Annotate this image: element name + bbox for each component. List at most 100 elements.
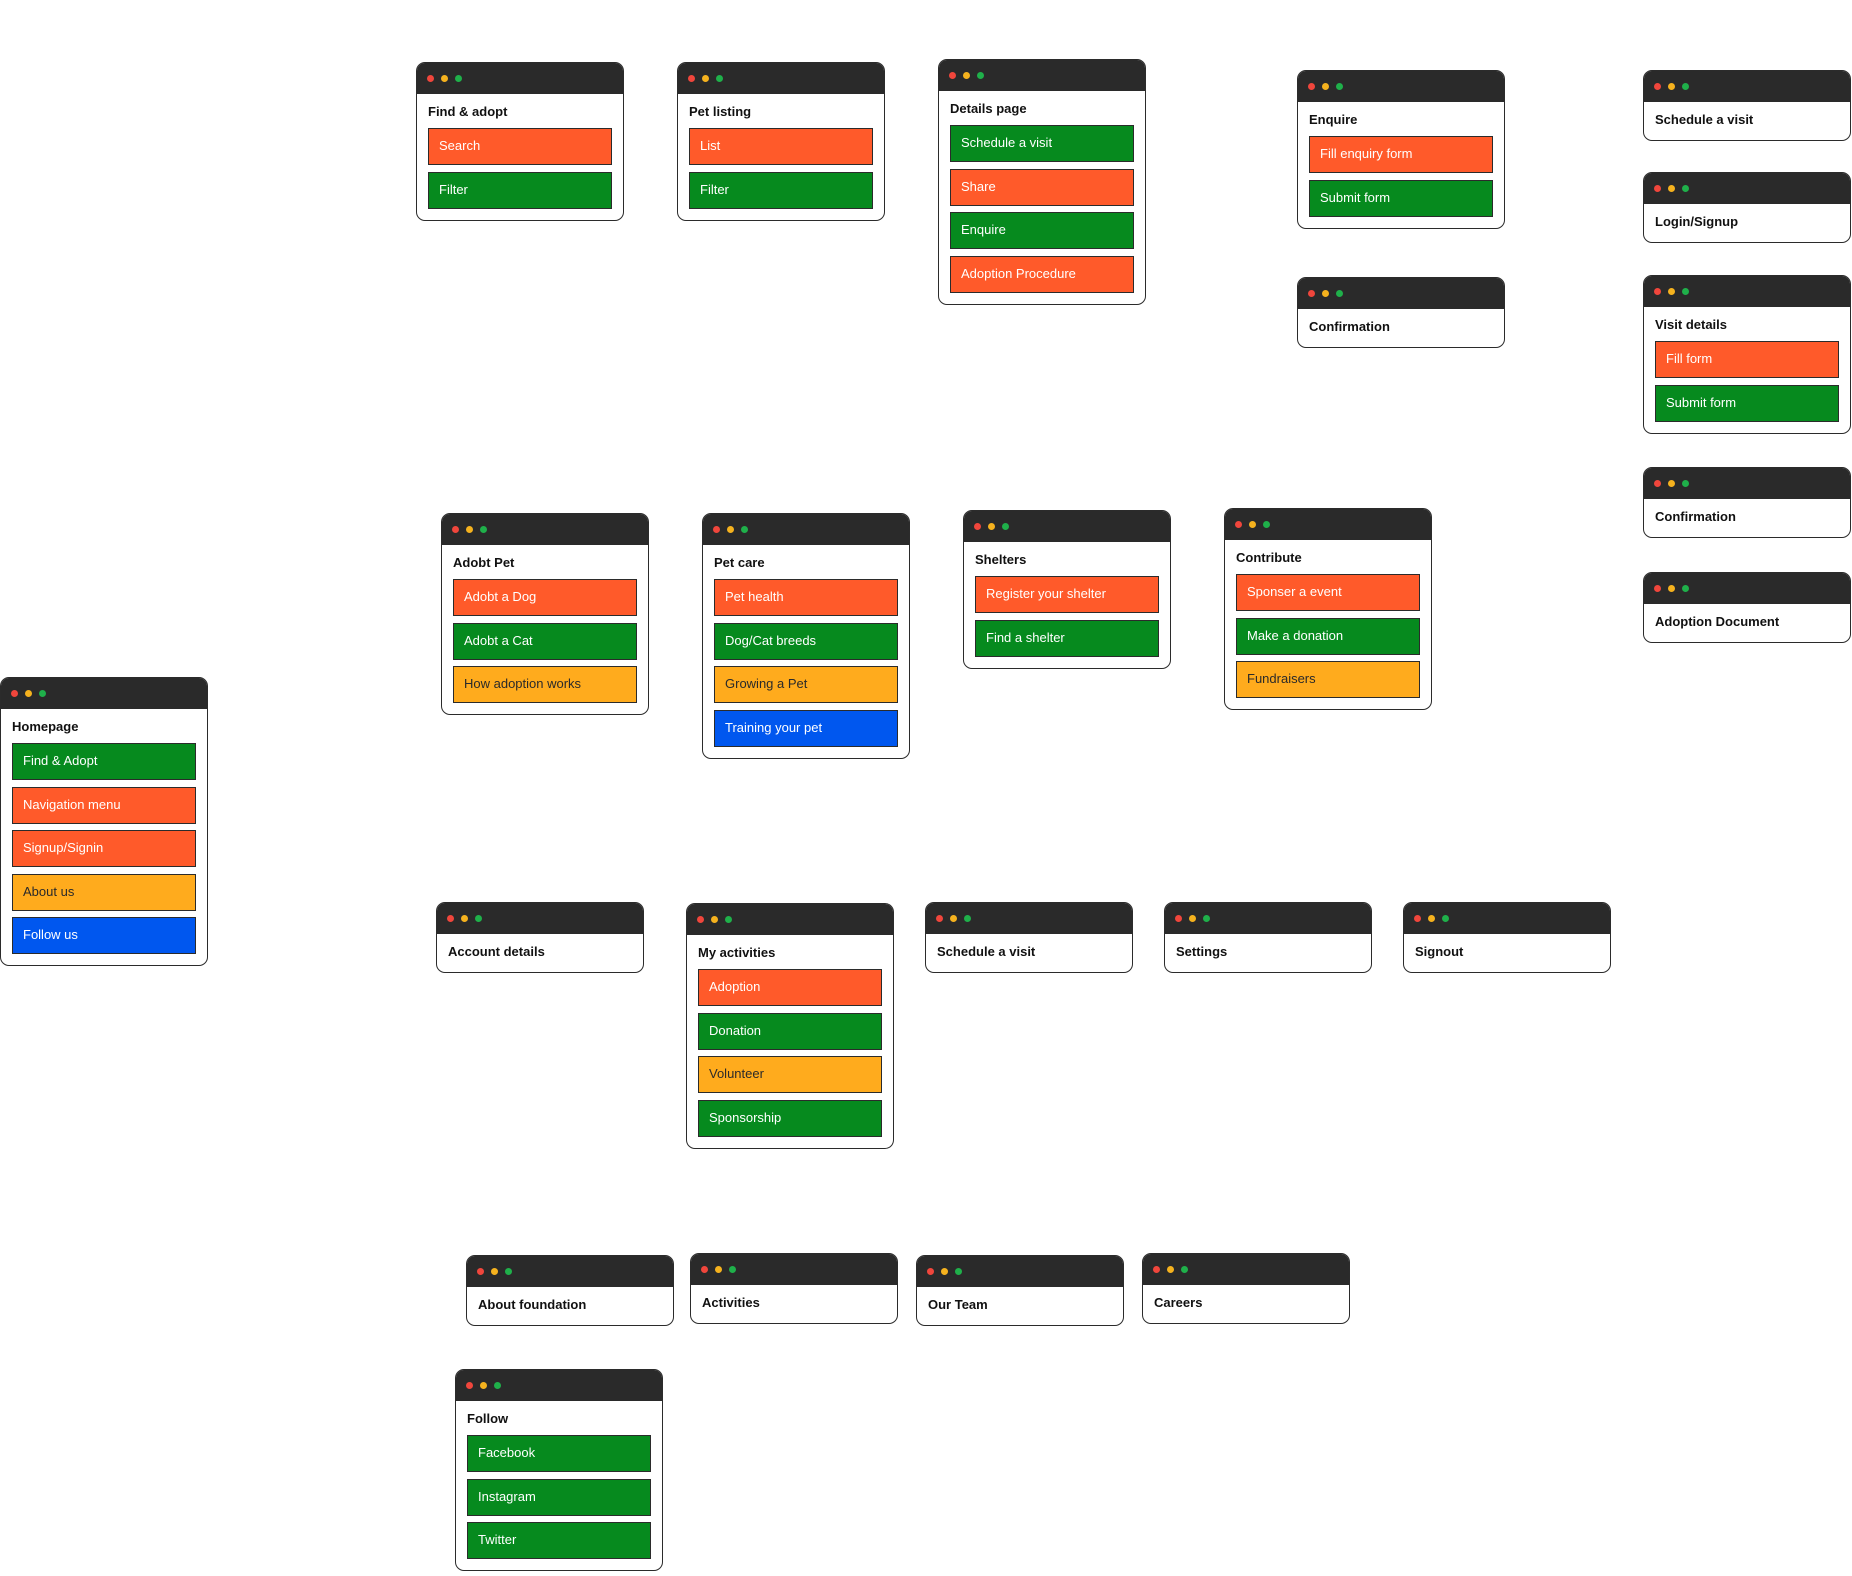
card-item[interactable]: Share — [950, 168, 1134, 206]
card-item[interactable]: Schedule a visit — [950, 125, 1134, 162]
card-item[interactable]: Adoption Procedure — [950, 255, 1134, 293]
card-schedule-visit-top: Schedule a visit — [1643, 70, 1851, 141]
card-item[interactable]: Pet health — [714, 579, 898, 616]
card-visit-confirmation: Confirmation — [1643, 467, 1851, 538]
card-item[interactable]: Twitter — [467, 1522, 651, 1559]
card-item[interactable]: Search — [428, 128, 612, 165]
card-item[interactable]: Find a shelter — [975, 619, 1159, 657]
minimize-dot-icon — [941, 1268, 948, 1275]
window-titlebar — [442, 514, 648, 545]
card-title: Schedule a visit — [1655, 112, 1754, 127]
card-item[interactable]: Instagram — [467, 1478, 651, 1516]
close-dot-icon — [949, 72, 956, 79]
card-title: Settings — [1176, 944, 1228, 959]
minimize-dot-icon — [1167, 1266, 1174, 1273]
close-dot-icon — [1235, 521, 1242, 528]
close-dot-icon — [452, 526, 459, 533]
card-our-team: Our Team — [916, 1255, 1124, 1326]
card-item[interactable]: Adoption — [698, 969, 882, 1006]
card-item[interactable]: Donation — [698, 1012, 882, 1050]
close-dot-icon — [1308, 290, 1315, 297]
close-dot-icon — [477, 1268, 484, 1275]
minimize-dot-icon — [1249, 521, 1256, 528]
card-title: Pet listing — [689, 104, 752, 119]
maximize-dot-icon — [741, 526, 748, 533]
card-title: Our Team — [928, 1297, 988, 1312]
window-titlebar — [1, 678, 207, 709]
window-titlebar — [467, 1256, 673, 1287]
card-item[interactable]: Enquire — [950, 212, 1134, 249]
close-dot-icon — [688, 75, 695, 82]
maximize-dot-icon — [1442, 915, 1449, 922]
card-item[interactable]: Adobt a Cat — [453, 622, 637, 660]
card-item[interactable]: Sponser a event — [1236, 574, 1420, 611]
card-title: Schedule a visit — [937, 944, 1036, 959]
close-dot-icon — [447, 915, 454, 922]
close-dot-icon — [1153, 1266, 1160, 1273]
card-title: Confirmation — [1655, 509, 1736, 524]
card-item[interactable]: Training your pet — [714, 709, 898, 747]
card-enquire-confirmation: Confirmation — [1297, 277, 1505, 348]
maximize-dot-icon — [505, 1268, 512, 1275]
close-dot-icon — [1654, 585, 1661, 592]
card-item[interactable]: Fundraisers — [1236, 661, 1420, 698]
card-item[interactable]: About us — [12, 873, 196, 911]
card-item[interactable]: Adobt a Dog — [453, 579, 637, 616]
card-item[interactable]: Growing a Pet — [714, 666, 898, 703]
window-titlebar — [456, 1370, 662, 1401]
close-dot-icon — [927, 1268, 934, 1275]
window-titlebar — [1225, 509, 1431, 540]
card-item[interactable]: Navigation menu — [12, 786, 196, 824]
minimize-dot-icon — [963, 72, 970, 79]
card-item[interactable]: Fill enquiry form — [1309, 136, 1493, 173]
card-item[interactable]: Signup/Signin — [12, 830, 196, 867]
maximize-dot-icon — [1682, 83, 1689, 90]
card-title: Follow — [467, 1411, 509, 1426]
card-item[interactable]: List — [689, 128, 873, 165]
close-dot-icon — [1654, 480, 1661, 487]
minimize-dot-icon — [1668, 480, 1675, 487]
card-item[interactable]: Filter — [428, 171, 612, 209]
card-item[interactable]: Find & Adopt — [12, 743, 196, 780]
window-titlebar — [1644, 276, 1850, 307]
card-item[interactable]: Filter — [689, 171, 873, 209]
close-dot-icon — [713, 526, 720, 533]
card-item[interactable]: Follow us — [12, 917, 196, 954]
window-titlebar — [691, 1254, 897, 1285]
card-item[interactable]: Fill form — [1655, 341, 1839, 378]
minimize-dot-icon — [715, 1266, 722, 1273]
card-title: Visit details — [1655, 317, 1728, 332]
card-item[interactable]: Dog/Cat breeds — [714, 622, 898, 660]
card-title: Careers — [1154, 1295, 1203, 1310]
maximize-dot-icon — [725, 916, 732, 923]
card-item[interactable]: Submit form — [1655, 384, 1839, 422]
card-item[interactable]: Facebook — [467, 1435, 651, 1472]
maximize-dot-icon — [1336, 83, 1343, 90]
card-title: Activities — [702, 1295, 760, 1310]
card-title: My activities — [698, 945, 776, 960]
card-adoption-document: Adoption Document — [1643, 572, 1851, 643]
close-dot-icon — [701, 1266, 708, 1273]
card-settings: Settings — [1164, 902, 1372, 973]
card-item[interactable]: Make a donation — [1236, 617, 1420, 655]
window-titlebar — [917, 1256, 1123, 1287]
window-titlebar — [939, 60, 1145, 91]
card-item[interactable]: Submit form — [1309, 179, 1493, 217]
card-title: Find & adopt — [428, 104, 508, 119]
card-item[interactable]: Volunteer — [698, 1056, 882, 1093]
card-item[interactable]: Sponsorship — [698, 1099, 882, 1137]
card-item[interactable]: How adoption works — [453, 666, 637, 703]
card-item[interactable]: Register your shelter — [975, 576, 1159, 613]
maximize-dot-icon — [1181, 1266, 1188, 1273]
maximize-dot-icon — [475, 915, 482, 922]
window-titlebar — [1143, 1254, 1349, 1285]
